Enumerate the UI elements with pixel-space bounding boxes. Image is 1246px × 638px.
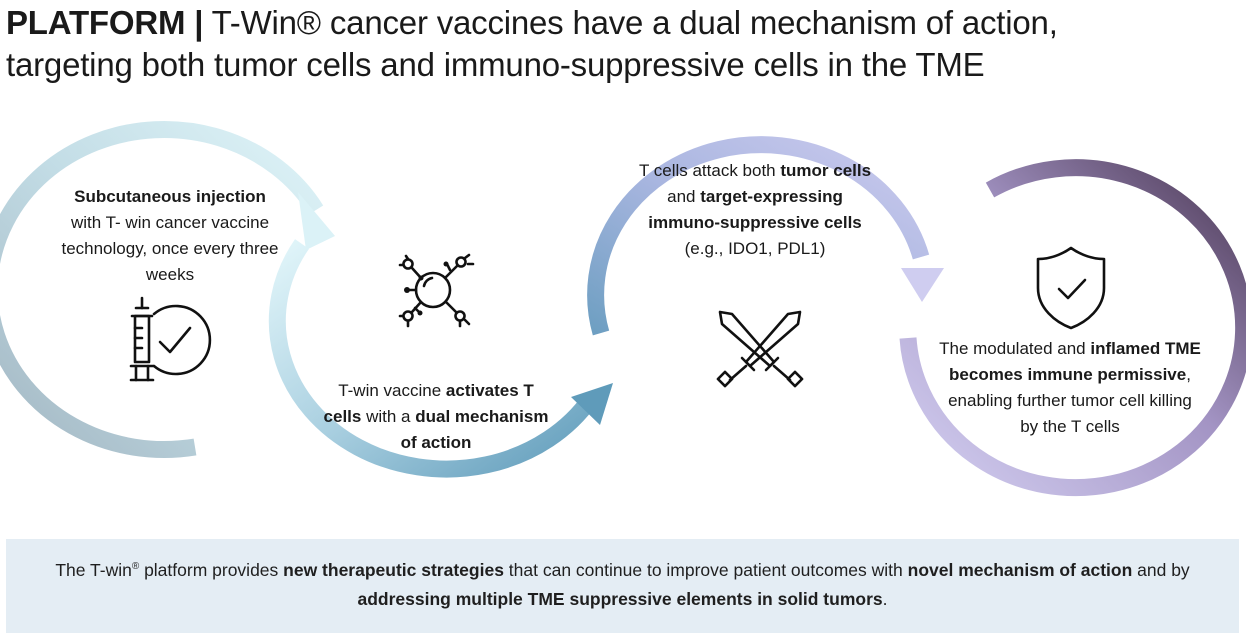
step2-text: T-win vaccine activates T cells with a d… <box>318 378 554 456</box>
footer-text1: The T-win <box>55 560 132 580</box>
step4-text: The modulated and inflamed TME becomes i… <box>938 336 1202 440</box>
crossed-swords-icon <box>716 310 804 388</box>
footer-text2: platform provides <box>139 560 284 580</box>
step4-desc2: , enabling further tumor cell killing by… <box>948 365 1192 436</box>
footer-text5: . <box>882 589 888 609</box>
step2-bold2: dual mechanism of action <box>400 407 549 452</box>
footer-bold1: new therapeutic strategies <box>283 560 504 580</box>
step3-bold1: tumor cells <box>780 161 872 180</box>
footer-bold2: novel mechanism of action <box>907 560 1133 580</box>
step2-desc1: T-win vaccine <box>338 381 446 400</box>
step4-bold1: inflamed TME becomes immune permissive <box>949 339 1201 384</box>
step1-desc: with T- win cancer vaccine technology, o… <box>61 213 279 284</box>
cycle-arrows <box>0 121 1246 497</box>
arrowhead-step2 <box>571 383 613 425</box>
page-title: PLATFORM | T-Win® cancer vaccines have a… <box>6 2 1236 86</box>
step1-text: Subcutaneous injection with T- win cance… <box>45 184 295 288</box>
arc-step3 <box>587 136 930 336</box>
step3-bold2: target-expressing immuno-suppressive cel… <box>648 187 862 232</box>
step3-desc3: (e.g., IDO1, PDL1) <box>684 239 826 258</box>
step4-desc1: The modulated and <box>939 339 1091 358</box>
arrowhead-step3 <box>901 268 944 302</box>
summary-footer: The T-win® platform provides new therape… <box>6 539 1239 633</box>
syringe-check-icon <box>129 296 212 382</box>
title-line1: T-Win® cancer vaccines have a dual mecha… <box>203 4 1058 41</box>
footer-bold3: addressing multiple TME suppressive elem… <box>357 589 883 609</box>
immune-cell-network-icon <box>398 253 475 328</box>
step3-desc1: T cells attack both <box>638 161 781 180</box>
step3-desc2: and <box>667 187 701 206</box>
footer-text3: that can continue to improve patient out… <box>503 560 908 580</box>
arc-step2 <box>268 239 598 478</box>
step1-bold: Subcutaneous injection <box>74 187 266 206</box>
step2-desc2: with a <box>361 407 416 426</box>
footer-text4: and by <box>1132 560 1190 580</box>
arc-step1 <box>0 121 324 458</box>
step3-text: T cells attack both tumor cells and targ… <box>636 158 874 262</box>
shield-check-icon <box>1036 246 1106 330</box>
title-platform-label: PLATFORM | <box>6 4 204 41</box>
title-line2: targeting both tumor cells and immuno-su… <box>6 46 985 83</box>
arc-step4 <box>899 159 1246 497</box>
footer-registered-mark: ® <box>131 561 140 573</box>
step2-bold1: activates T cells <box>323 381 534 426</box>
arrowhead-step1 <box>298 192 335 250</box>
